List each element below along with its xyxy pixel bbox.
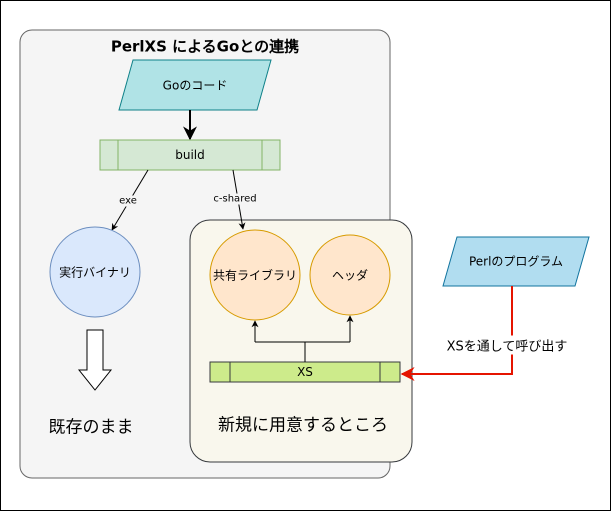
- c-shared-edge-label: c-shared: [211, 193, 259, 205]
- header-circle: [309, 234, 391, 316]
- build-process-shape: [99, 139, 281, 171]
- shared-library-label: 共有ライブラリ: [212, 268, 298, 283]
- hollow-down-arrow: [77, 329, 113, 391]
- go-code-shape: [118, 59, 272, 111]
- build-label: build: [175, 148, 205, 162]
- executable-binary-circle: [49, 226, 141, 318]
- shared-library-circle: [209, 229, 301, 321]
- perl-program-shape: [442, 236, 590, 287]
- executable-binary-label: 実行バイナリ: [59, 265, 131, 280]
- diagram-title: PerlXS によるGoとの連携: [110, 37, 300, 56]
- perl-program-label: Perlのプログラム: [468, 254, 564, 269]
- new-caption: 新規に用意するところ: [218, 415, 388, 436]
- header-label: ヘッダ: [331, 268, 369, 283]
- xs-label: XS: [297, 365, 313, 379]
- go-code-label: Goのコード: [162, 78, 228, 93]
- exe-edge-label: exe: [117, 195, 139, 207]
- xs-fork-arrows: [251, 315, 354, 362]
- xs-call-label: XSを通して呼び出す: [444, 335, 570, 355]
- existing-caption: 既存のまま: [48, 417, 134, 438]
- xs-call-arrow: [400, 286, 513, 381]
